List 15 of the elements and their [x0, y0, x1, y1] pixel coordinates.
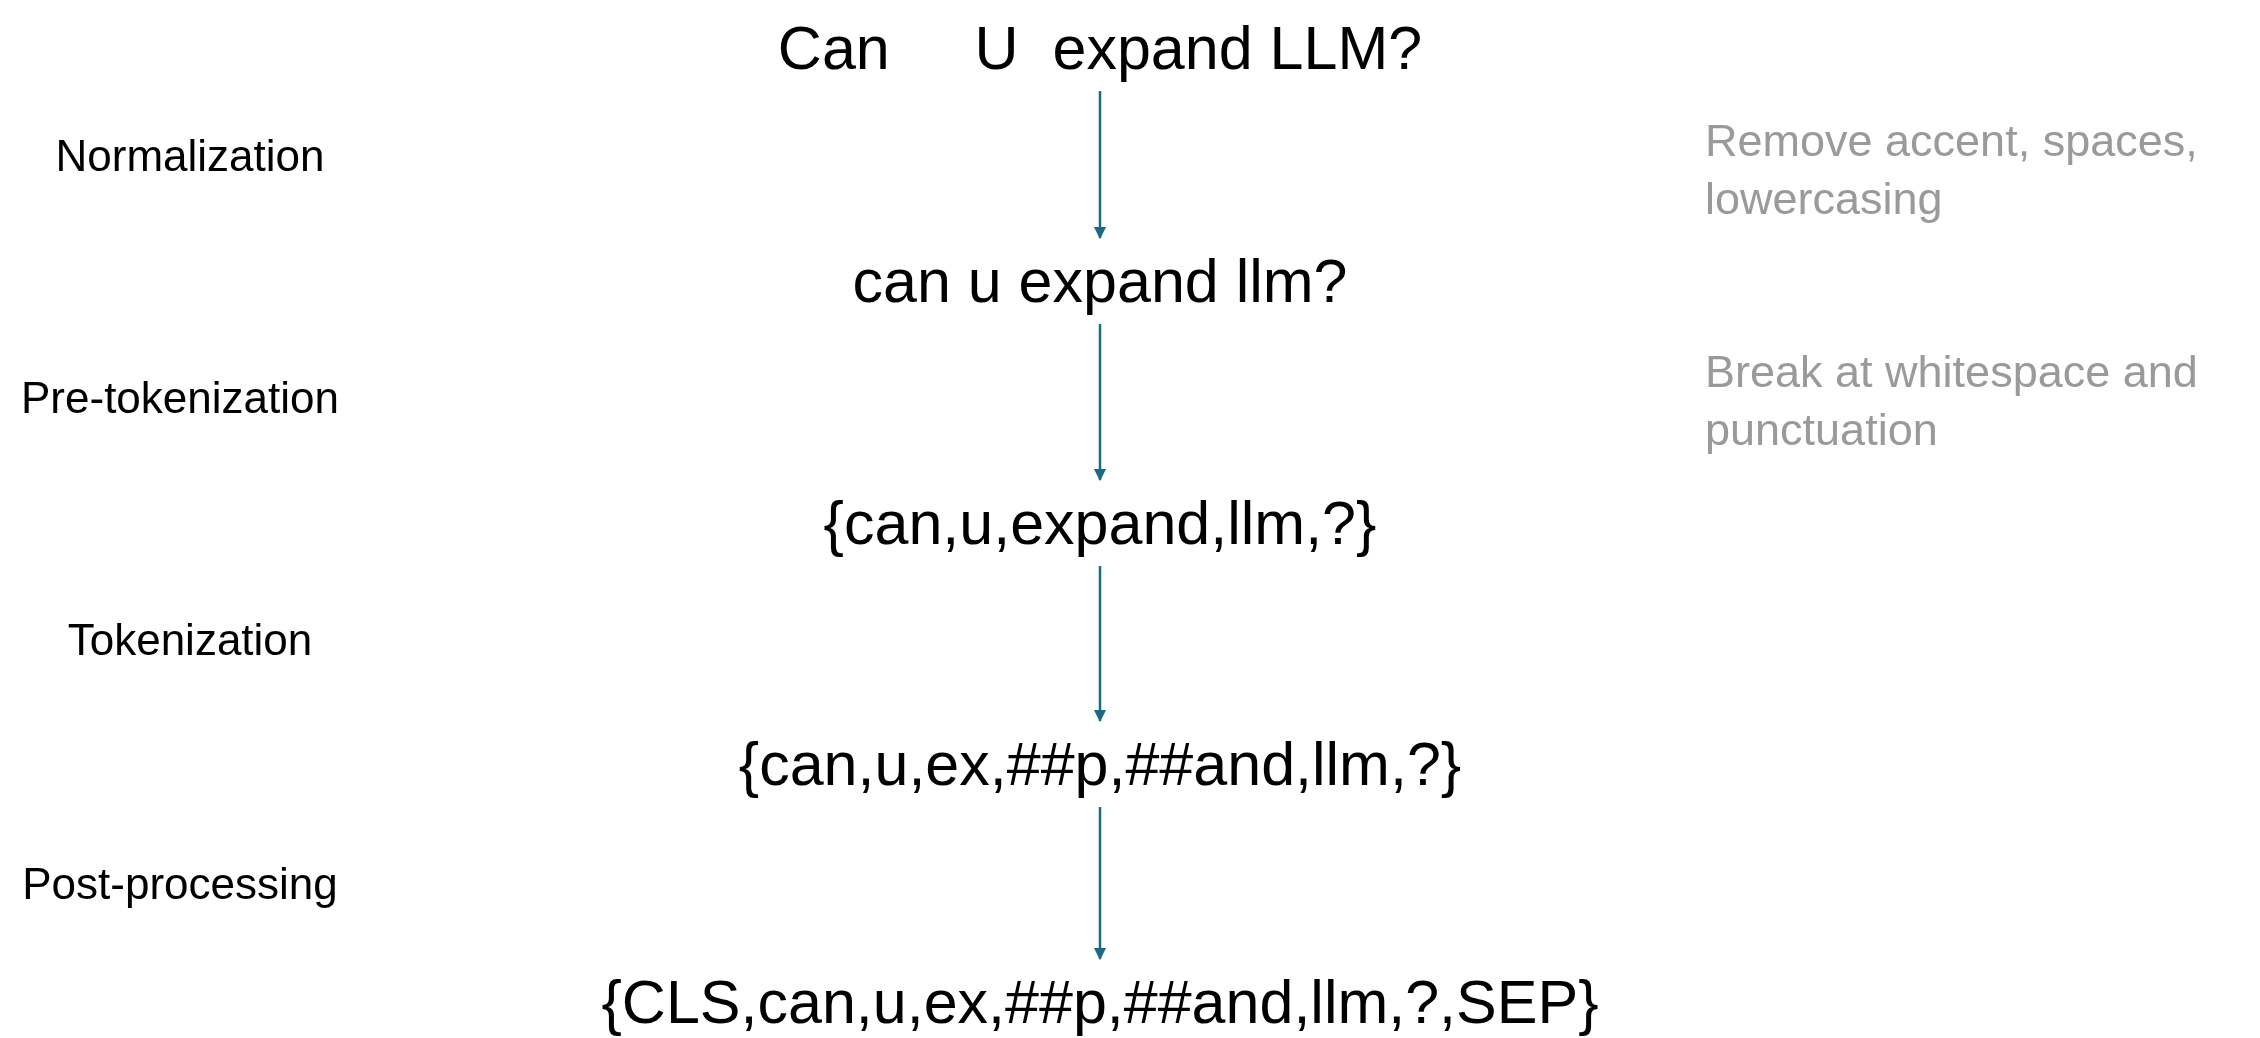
step-label: Normalization: [55, 130, 325, 182]
step-label: Post-processing: [22, 858, 338, 910]
step-note: Break at whitespace and punctuation: [1705, 345, 2199, 457]
step-label: Pre-tokenization: [21, 372, 339, 424]
token-text: can u expand llm?: [852, 245, 1348, 317]
token-text: {CLS,can,u,ex,##p,##and,llm,?,SEP}: [601, 966, 1599, 1038]
token-text: Can U expand LLM?: [777, 12, 1423, 84]
arrow: [1093, 807, 1107, 961]
token-text: {can,u,expand,llm,?}: [823, 487, 1377, 559]
arrow: [1093, 91, 1107, 240]
token-text: {can,u,ex,##p,##and,llm,?}: [738, 728, 1462, 800]
step-label: Tokenization: [67, 614, 313, 666]
step-note: Remove accent, spaces, lowercasing: [1705, 114, 2199, 226]
arrow: [1093, 324, 1107, 482]
arrow: [1093, 566, 1107, 723]
